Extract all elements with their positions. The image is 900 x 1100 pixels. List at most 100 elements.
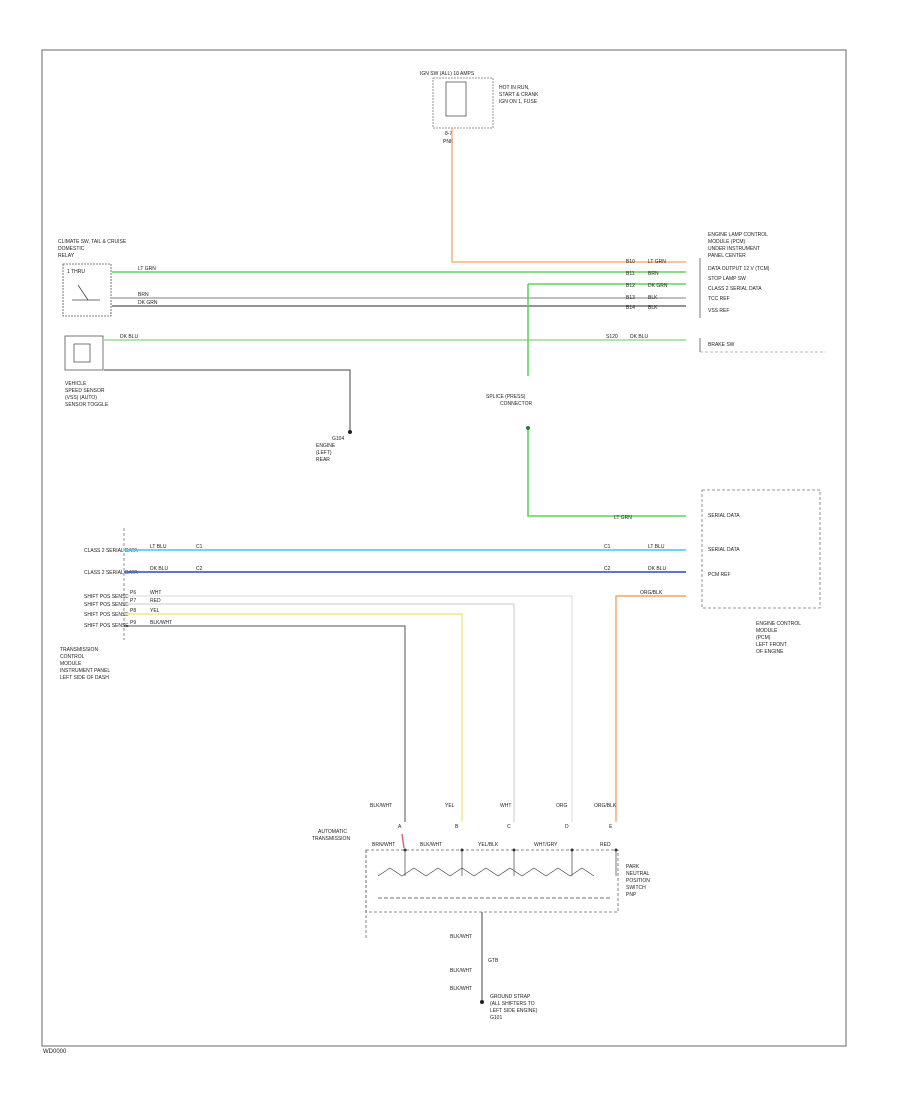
pnp-switch-component: AUTOMATIC TRANSMISSION BRN/WHT BLK/WHT Y… xyxy=(312,829,650,940)
wire-black xyxy=(124,625,406,822)
orange-color-right: ORG/BLK xyxy=(640,590,663,596)
left-module-line-2: CONTROL xyxy=(60,654,85,660)
switch-contact-5: RED xyxy=(600,842,611,848)
left-sensor-line-4: SENSOR TOGGLE xyxy=(65,402,109,408)
splice-label: SPLICE (PRESS) xyxy=(486,394,526,400)
right-module-lower: SERIAL DATA SERIAL DATA PCM REF ENGINE C… xyxy=(701,489,821,655)
right-module-title: ENGINE LAMP CONTROL xyxy=(708,232,768,238)
wire-yellow xyxy=(124,613,463,822)
right-module2-line-1: ENGINE CONTROL xyxy=(756,621,801,627)
left-row-3: SHIFT POS SENSE xyxy=(84,594,129,600)
switch-line-3: POSITION xyxy=(626,878,650,884)
right-pin-2: STOP LAMP SW xyxy=(708,276,746,282)
ground2-ref: G101 xyxy=(490,1015,502,1021)
blue-color-right: DK BLU xyxy=(648,566,666,572)
left-row-1: CLASS 2 SERIAL DATA xyxy=(84,548,138,554)
wire-label-left-2: BRN xyxy=(138,292,149,298)
yellow-pin: P8 xyxy=(130,608,136,614)
ground-wire-color-2: BLK/WHT xyxy=(450,968,472,974)
top-fuse-component: IGN SW (ALL) 10 AMPS HOT IN RUN, START &… xyxy=(420,71,539,145)
right-pin-3: CLASS 2 SERIAL DATA xyxy=(708,286,762,292)
blue-pin-left: C2 xyxy=(196,566,203,572)
wire-label-left-3: DK GRN xyxy=(138,300,158,306)
right-lower-pin-1: SERIAL DATA xyxy=(708,513,740,519)
pin-letter-b: B xyxy=(455,824,459,830)
ground1-line-2: (LEFT) xyxy=(316,450,332,456)
splice-component: SPLICE (PRESS) CONNECTOR xyxy=(486,394,533,407)
top-fuse-pin: 8-7 xyxy=(445,131,452,137)
left-row-2: CLASS 2 SERIAL DATA xyxy=(84,570,138,576)
left-switch-title: CLIMATE SW, TAIL & CRUISE xyxy=(58,239,127,245)
wire-white2 xyxy=(124,603,515,822)
wire-ground-left xyxy=(104,369,351,430)
wire-label-left-1: LT GRN xyxy=(138,266,156,272)
wire-white xyxy=(124,595,573,822)
left-sensor-line-1: VEHICLE xyxy=(65,381,87,387)
pin-b12: B12 xyxy=(626,283,635,289)
right-module2-line-5: OF ENGINE xyxy=(756,649,784,655)
left-switch-component: CLIMATE SW, TAIL & CRUISE DOMESTIC RELAY… xyxy=(58,239,127,317)
cyan-color-left: LT BLU xyxy=(150,544,167,550)
ground-wire-color-1: BLK/WHT xyxy=(450,934,472,940)
wire-green-splice-down xyxy=(527,430,686,517)
pin-b11: B11 xyxy=(626,271,635,277)
wire-orange-top xyxy=(451,128,686,263)
wire-orange-lower xyxy=(615,595,686,822)
switch-title: AUTOMATIC xyxy=(318,829,347,835)
left-switch-line-1: DOMESTIC xyxy=(58,246,85,252)
bottom-color-3: WHT xyxy=(500,803,511,809)
pin-s120: S120 xyxy=(606,334,618,340)
right-switch-row: BRAKE SW xyxy=(708,342,735,348)
white-color: WHT xyxy=(150,590,161,596)
wire-color-r5: BLK xyxy=(648,305,658,311)
top-fuse-title: IGN SW (ALL) 10 AMPS xyxy=(420,71,475,77)
pin-letter-a: A xyxy=(398,824,402,830)
top-fuse-line-2: START & CRANK xyxy=(499,92,539,98)
yellow-color: YEL xyxy=(150,608,160,614)
ground1-line-3: REAR xyxy=(316,457,330,463)
left-sensor-line-3: (VSS) (AUTO) xyxy=(65,395,97,401)
blue-color-left: DK BLU xyxy=(150,566,168,572)
switch-title-2: TRANSMISSION xyxy=(312,836,350,842)
switch-line-4: SWITCH xyxy=(626,885,646,891)
ground2-line-1: (ALL SHIFTERS TO xyxy=(490,1001,535,1007)
left-module-lower: CLASS 2 SERIAL DATA CLASS 2 SERIAL DATA … xyxy=(60,528,138,681)
white-pin: P6 xyxy=(130,590,136,596)
left-switch-pin: 1 THRU xyxy=(67,269,85,275)
switch-contact-3: YEL/BLK xyxy=(478,842,499,848)
left-sensor-component: VEHICLE SPEED SENSOR (VSS) (AUTO) SENSOR… xyxy=(64,335,109,408)
top-fuse-color: PNK xyxy=(443,139,454,145)
right-pin-5: VSS REF xyxy=(708,308,729,314)
page-frame xyxy=(41,49,847,1047)
switch-line-1: PARK xyxy=(626,864,640,870)
switch-line-2: NEUTRAL xyxy=(626,871,650,877)
left-module-line-1: TRANSMISSION xyxy=(60,647,98,653)
green-module-color: LT GRN xyxy=(614,515,632,521)
ground-g104: G104 ENGINE (LEFT) REAR xyxy=(316,436,344,463)
wire-color-r4: BLK xyxy=(648,295,658,301)
splice-sub: CONNECTOR xyxy=(500,401,533,407)
switch-contact-2: BLK/WHT xyxy=(420,842,442,848)
wire-label-left-4: DK BLU xyxy=(120,334,138,340)
pin-b10: B10 xyxy=(626,259,635,265)
page-code: WD0000 xyxy=(43,1049,67,1055)
left-sensor-line-2: SPEED SENSOR xyxy=(65,388,105,394)
switch-line-5: PNP xyxy=(626,892,637,898)
cyan-color-right: LT BLU xyxy=(648,544,665,550)
right-module-line-1: MODULE (PCM) xyxy=(708,239,746,245)
bottom-color-2: YEL xyxy=(445,803,455,809)
wire-color-r3: DK GRN xyxy=(648,283,668,289)
left-module-line-4: INSTRUMENT PANEL xyxy=(60,668,110,674)
left-row-5: SHIFT POS SENSE xyxy=(84,612,129,618)
ground2-line-2: LEFT SIDE ENGINE) xyxy=(490,1008,538,1014)
pin-b14: B14 xyxy=(626,305,635,311)
white2-pin: P7 xyxy=(130,598,136,604)
top-fuse-line-1: HOT IN RUN, xyxy=(499,85,529,91)
bottom-color-5: ORG/BLK xyxy=(594,803,617,809)
right-module-line-3: PANEL CENTER xyxy=(708,253,746,259)
right-pin-4: TCC REF xyxy=(708,296,730,302)
bottom-color-4: ORG xyxy=(556,803,568,809)
ground-wire-color-3: BLK/WHT xyxy=(450,986,472,992)
left-module-line-3: MODULE xyxy=(60,661,82,667)
